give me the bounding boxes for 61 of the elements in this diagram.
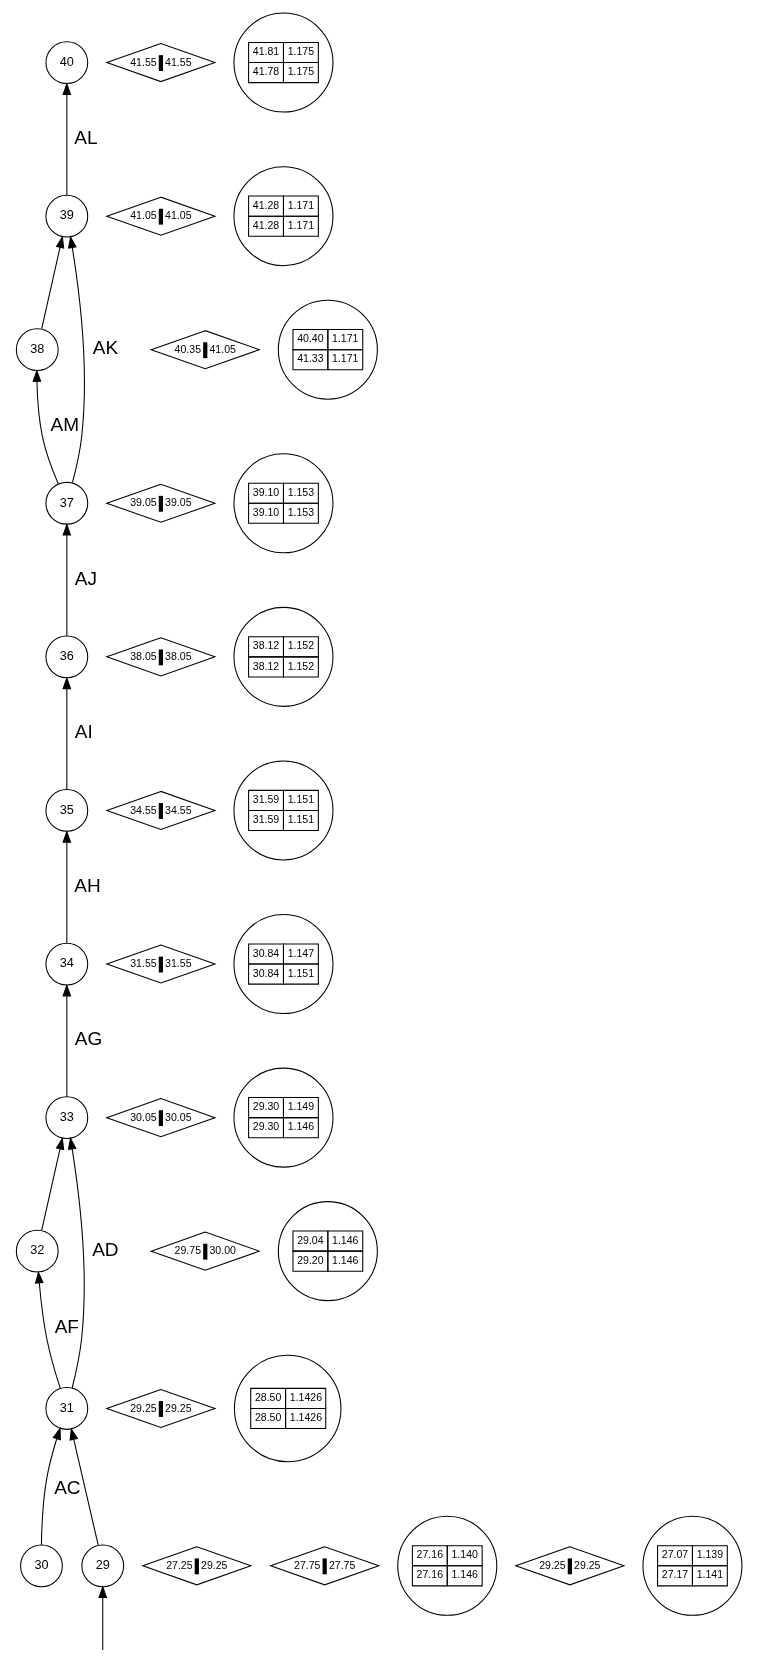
node-circle: 38 xyxy=(15,328,59,372)
node-circle: 28.50 1.1426 28.50 1.1426 xyxy=(233,1354,342,1463)
node-diamond: 30.05 30.05 xyxy=(105,1098,217,1138)
edge-label: AJ xyxy=(74,567,97,589)
node-circle: 30.84 1.147 30.84 1.151 xyxy=(233,914,334,1015)
node-circle: 39.10 1.153 39.10 1.153 xyxy=(233,453,334,554)
node-circle: 40.40 1.171 41.33 1.171 xyxy=(277,299,378,400)
node-diamond: 40.35 41.05 xyxy=(149,330,261,370)
arrow xyxy=(40,1427,61,1546)
edge-label: AG xyxy=(74,1028,103,1050)
edge-label: AH xyxy=(74,874,101,896)
node-diamond: 29.25 29.25 xyxy=(514,1546,626,1586)
node-diamond: 41.55 41.55 xyxy=(105,42,217,83)
arrow xyxy=(62,522,72,637)
arrow xyxy=(67,1136,85,1389)
arrow xyxy=(62,830,72,944)
node-diamond: 29.75 30.00 xyxy=(149,1231,261,1271)
arrow xyxy=(62,983,72,1097)
arrow xyxy=(32,369,59,485)
edge-label: AF xyxy=(54,1315,79,1337)
edge-label: AI xyxy=(74,721,93,743)
node-circle: 27.16 1.140 27.16 1.146 xyxy=(397,1515,498,1616)
node-circle: 39 xyxy=(45,194,89,238)
arrow xyxy=(41,235,65,330)
node-diamond: 41.05 41.05 xyxy=(105,196,217,236)
arrow xyxy=(98,1585,108,1651)
edge-label: AM xyxy=(50,414,79,436)
node-circle: 34 xyxy=(45,942,89,986)
node-circle: 35 xyxy=(45,789,89,832)
node-circle: 32 xyxy=(15,1229,59,1273)
node-diamond: 27.75 27.75 xyxy=(269,1546,381,1586)
edge-label: AD xyxy=(92,1238,119,1260)
node-diamond: 29.25 29.25 xyxy=(105,1388,217,1429)
edge-label: AC xyxy=(54,1476,81,1498)
node-circle: 30 xyxy=(20,1544,63,1588)
arrow xyxy=(41,1136,65,1231)
arrow xyxy=(67,235,85,484)
node-circle: 29 xyxy=(81,1544,125,1588)
node-circle: 41.28 1.171 41.28 1.171 xyxy=(233,166,334,267)
node-diamond: 27.25 29.25 xyxy=(141,1546,253,1586)
node-circle: 41.81 1.175 41.78 1.175 xyxy=(233,12,334,113)
edge-label: AK xyxy=(92,337,119,359)
node-circle: 31.59 1.151 31.59 1.151 xyxy=(233,760,334,861)
arrow xyxy=(34,1270,61,1389)
node-circle: 38.12 1.152 38.12 1.152 xyxy=(233,606,334,707)
arrow xyxy=(69,1427,99,1546)
node-diamond: 34.55 34.55 xyxy=(105,790,217,831)
node-circle: 27.07 1.139 27.17 1.141 xyxy=(642,1515,743,1616)
node-circle: 37 xyxy=(45,481,89,525)
arrow xyxy=(62,676,72,790)
node-diamond: 31.55 31.55 xyxy=(105,944,217,984)
node-diamond: 38.05 38.05 xyxy=(105,637,217,677)
node-circle: 29.30 1.149 29.30 1.146 xyxy=(233,1067,334,1168)
edge-label: AL xyxy=(74,127,98,149)
arrow xyxy=(62,82,72,196)
node-diamond: 39.05 39.05 xyxy=(105,483,217,523)
node-circle: 40 xyxy=(45,41,89,84)
node-circle: 33 xyxy=(45,1096,89,1140)
node-circle: 29.04 1.146 29.20 1.146 xyxy=(277,1201,378,1302)
node-circle: 36 xyxy=(45,635,89,679)
node-circle: 31 xyxy=(45,1387,89,1430)
